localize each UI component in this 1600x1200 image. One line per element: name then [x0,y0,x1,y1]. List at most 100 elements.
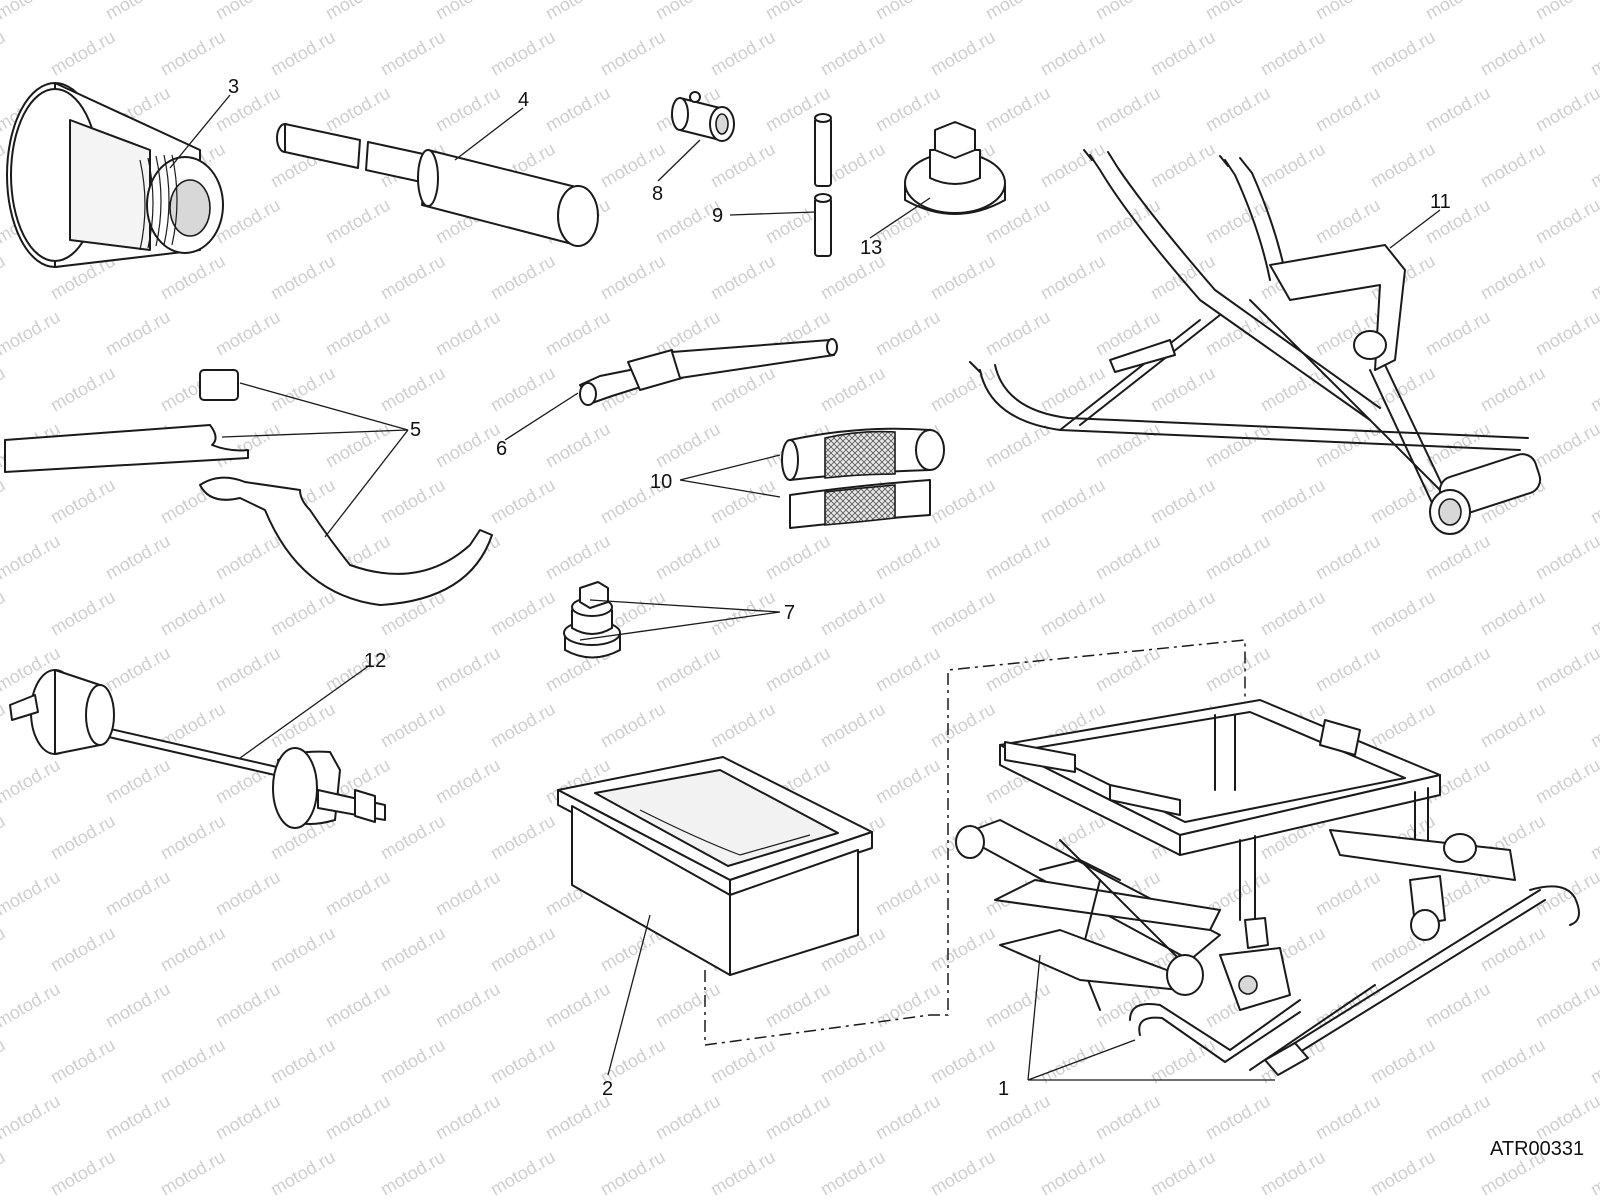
watermark-text: motod.ru [872,531,944,584]
watermark-text: motod.ru [0,1147,9,1200]
watermark-text: motod.ru [1477,27,1549,80]
watermark-text: motod.ru [0,755,64,808]
watermark-text: motod.ru [1092,195,1164,248]
watermark-text: motod.ru [487,811,559,864]
watermark-text: motod.ru [1532,307,1600,360]
watermark-text: motod.ru [1477,1035,1549,1088]
callout-9: 9 [712,205,723,227]
watermark-text: motod.ru [377,475,449,528]
watermark-text: motod.ru [1587,811,1600,864]
watermark-text: motod.ru [1532,195,1600,248]
watermark-text: motod.ru [487,475,559,528]
watermark-text: motod.ru [377,27,449,80]
watermark-text: motod.ru [432,0,504,23]
watermark-text: motod.ru [432,643,504,696]
watermark-text: motod.ru [652,1091,724,1144]
watermark-text: motod.ru [1092,419,1164,472]
watermark-text: motod.ru [1587,1035,1600,1088]
watermark-text: motod.ru [157,27,229,80]
watermark-text: motod.ru [872,0,944,23]
watermark-text: motod.ru [432,979,504,1032]
watermark-text: motod.ru [47,923,119,976]
watermark-text: motod.ru [102,0,174,23]
watermark-text: motod.ru [927,1147,999,1200]
watermark-text: motod.ru [1532,1091,1600,1144]
watermark-text: motod.ru [927,923,999,976]
watermark-text: motod.ru [1587,587,1600,640]
watermark-text: motod.ru [212,0,284,23]
watermark-text: motod.ru [157,923,229,976]
watermark-text: motod.ru [1587,475,1600,528]
watermark-text: motod.ru [927,1035,999,1088]
watermark-text: motod.ru [707,27,779,80]
watermark-text: motod.ru [817,27,889,80]
watermark-text: motod.ru [1312,419,1384,472]
watermark-text: motod.ru [652,979,724,1032]
watermark-text: motod.ru [212,867,284,920]
watermark-text: motod.ru [1312,867,1384,920]
watermark-text: motod.ru [1147,587,1219,640]
part-1-motorcycle-lift [955,699,1580,1076]
watermark-text: motod.ru [102,867,174,920]
watermark-text: motod.ru [1367,27,1439,80]
watermark-text: motod.ru [1202,307,1274,360]
watermark-text: motod.ru [1422,307,1494,360]
watermark-text: motod.ru [762,1091,834,1144]
watermark-text: motod.ru [487,587,559,640]
watermark-text: motod.ru [817,587,889,640]
watermark-text: motod.ru [982,83,1054,136]
watermark-text: motod.ru [1532,419,1600,472]
watermark-text: motod.ru [432,307,504,360]
watermark-text: motod.ru [1532,83,1600,136]
watermark-text: motod.ru [47,811,119,864]
watermark-text: motod.ru [1367,475,1439,528]
watermark-text: motod.ru [707,475,779,528]
watermark-text: motod.ru [212,419,284,472]
watermark-text: motod.ru [1532,979,1600,1032]
watermark-text: motod.ru [102,755,174,808]
watermark-text: motod.ru [707,587,779,640]
callout-5: 5 [410,419,421,441]
watermark-text: motod.ru [0,0,64,23]
part-6-rod-tool [579,338,838,406]
watermark-text: motod.ru [1422,643,1494,696]
callout-1: 1 [998,1078,1009,1100]
watermark-text: motod.ru [267,251,339,304]
watermark-text: motod.ru [1202,1091,1274,1144]
watermark-text: motod.ru [322,1091,394,1144]
watermark-text: motod.ru [0,867,64,920]
watermark-text: motod.ru [157,811,229,864]
watermark-text: motod.ru [982,979,1054,1032]
watermark-text: motod.ru [1532,531,1600,584]
watermark-text: motod.ru [542,531,614,584]
watermark-text: motod.ru [212,83,284,136]
watermark-text: motod.ru [102,307,174,360]
watermark-text: motod.ru [267,923,339,976]
watermark-text: motod.ru [1147,475,1219,528]
watermark-text: motod.ru [1477,923,1549,976]
callout-2: 2 [602,1078,613,1100]
watermark-text: motod.ru [102,643,174,696]
watermark-text: motod.ru [762,979,834,1032]
watermark-text: motod.ru [1422,1091,1494,1144]
watermark-text: motod.ru [322,195,394,248]
watermark-text: motod.ru [542,419,614,472]
watermark-text: motod.ru [267,587,339,640]
watermark-text: motod.ru [1367,1035,1439,1088]
watermark-text: motod.ru [432,867,504,920]
watermark-text: motod.ru [542,83,614,136]
watermark-text: motod.ru [1092,1091,1164,1144]
watermark-text: motod.ru [872,755,944,808]
watermark-text: motod.ru [1587,699,1600,752]
watermark-text: motod.ru [982,531,1054,584]
watermark-text: motod.ru [47,475,119,528]
watermark-text: motod.ru [377,1147,449,1200]
watermark-text: motod.ru [1422,979,1494,1032]
watermark-text: motod.ru [0,699,9,752]
watermark-text: motod.ru [1037,475,1109,528]
watermark-text: motod.ru [487,1147,559,1200]
watermark-text: motod.ru [927,27,999,80]
drawing-code: ATR00331 [1490,1138,1584,1160]
watermark-text: motod.ru [927,475,999,528]
